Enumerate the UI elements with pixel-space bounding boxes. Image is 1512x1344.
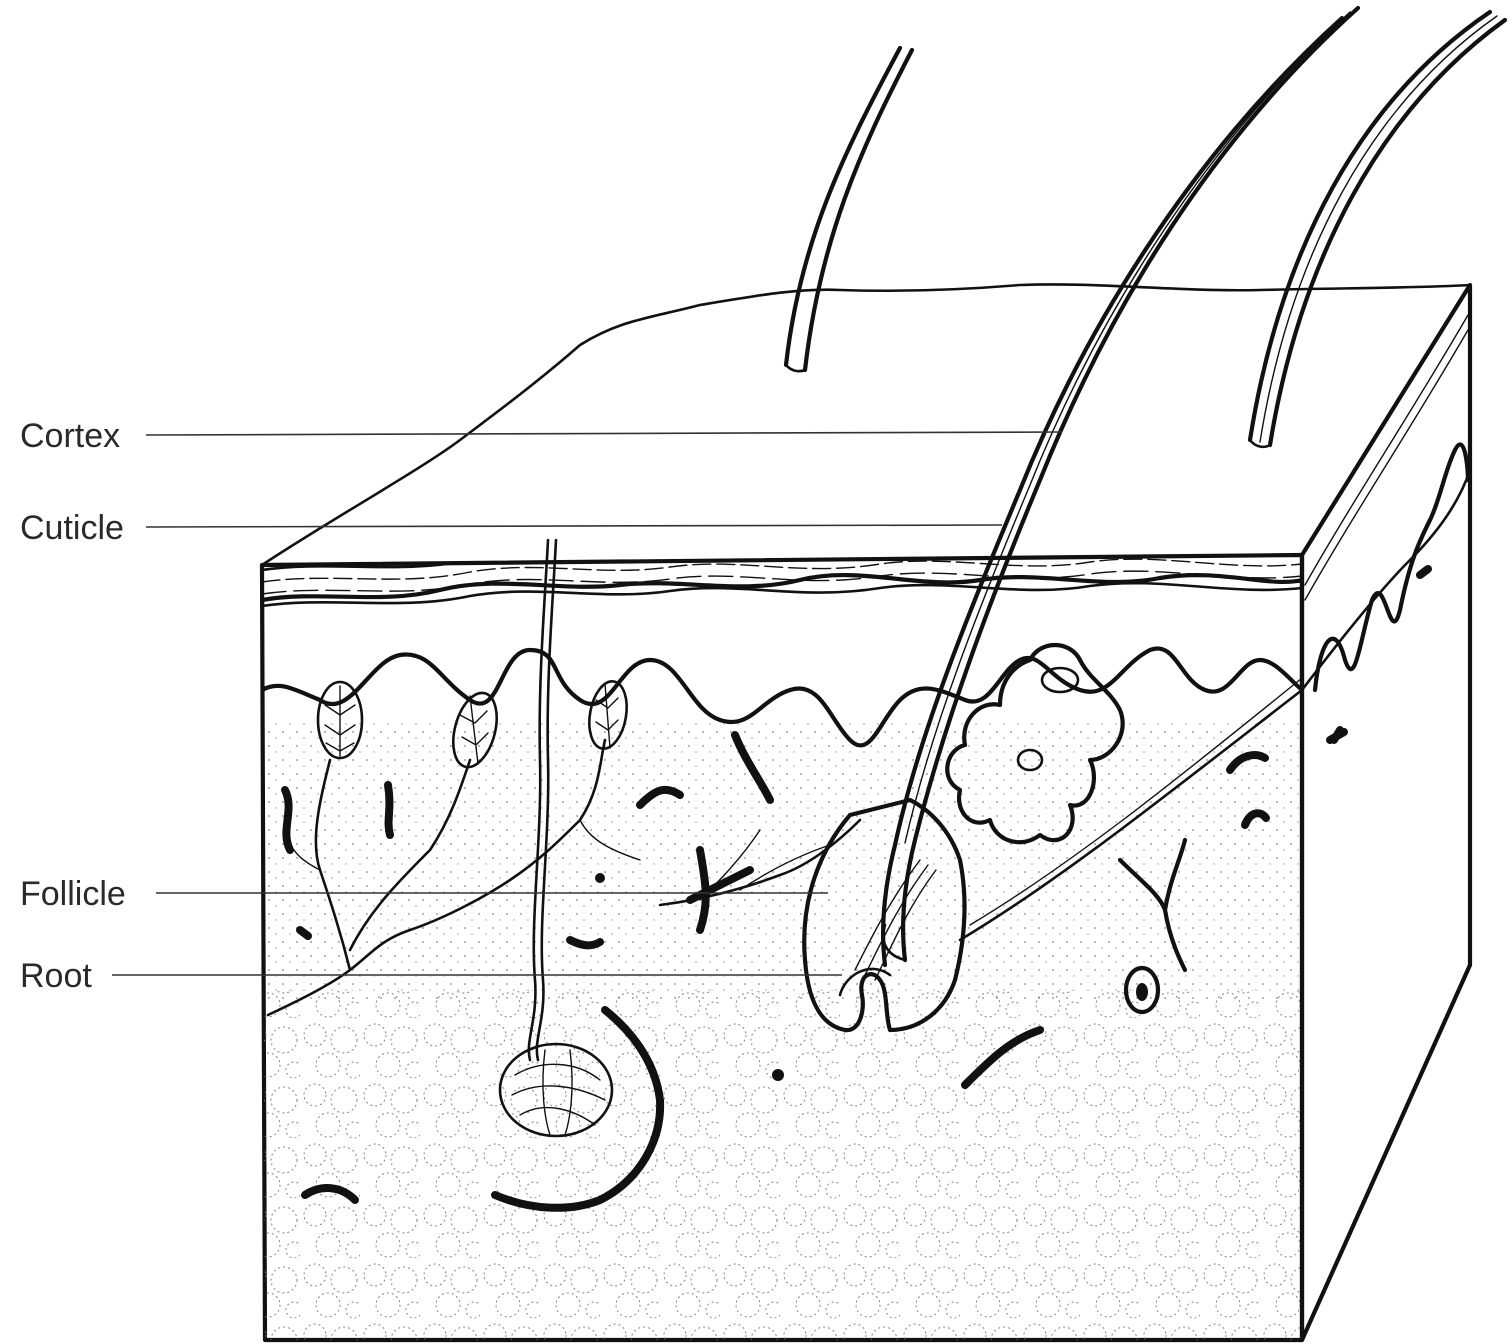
label-cortex: Cortex (20, 417, 120, 455)
skin-front-face (262, 555, 1307, 1344)
skin-top-surface (262, 284, 1470, 565)
cortex-leader-line (146, 432, 1062, 435)
skin-side-face (1302, 285, 1470, 1340)
label-follicle: Follicle (20, 875, 126, 913)
cuticle-leader-line (146, 525, 1002, 527)
label-root: Root (20, 957, 92, 995)
epidermis-layer (262, 547, 1302, 745)
label-cuticle: Cuticle (20, 509, 124, 547)
hair-shaft-left (786, 48, 912, 371)
labels: Cortex Cuticle Follicle Root (20, 417, 126, 995)
